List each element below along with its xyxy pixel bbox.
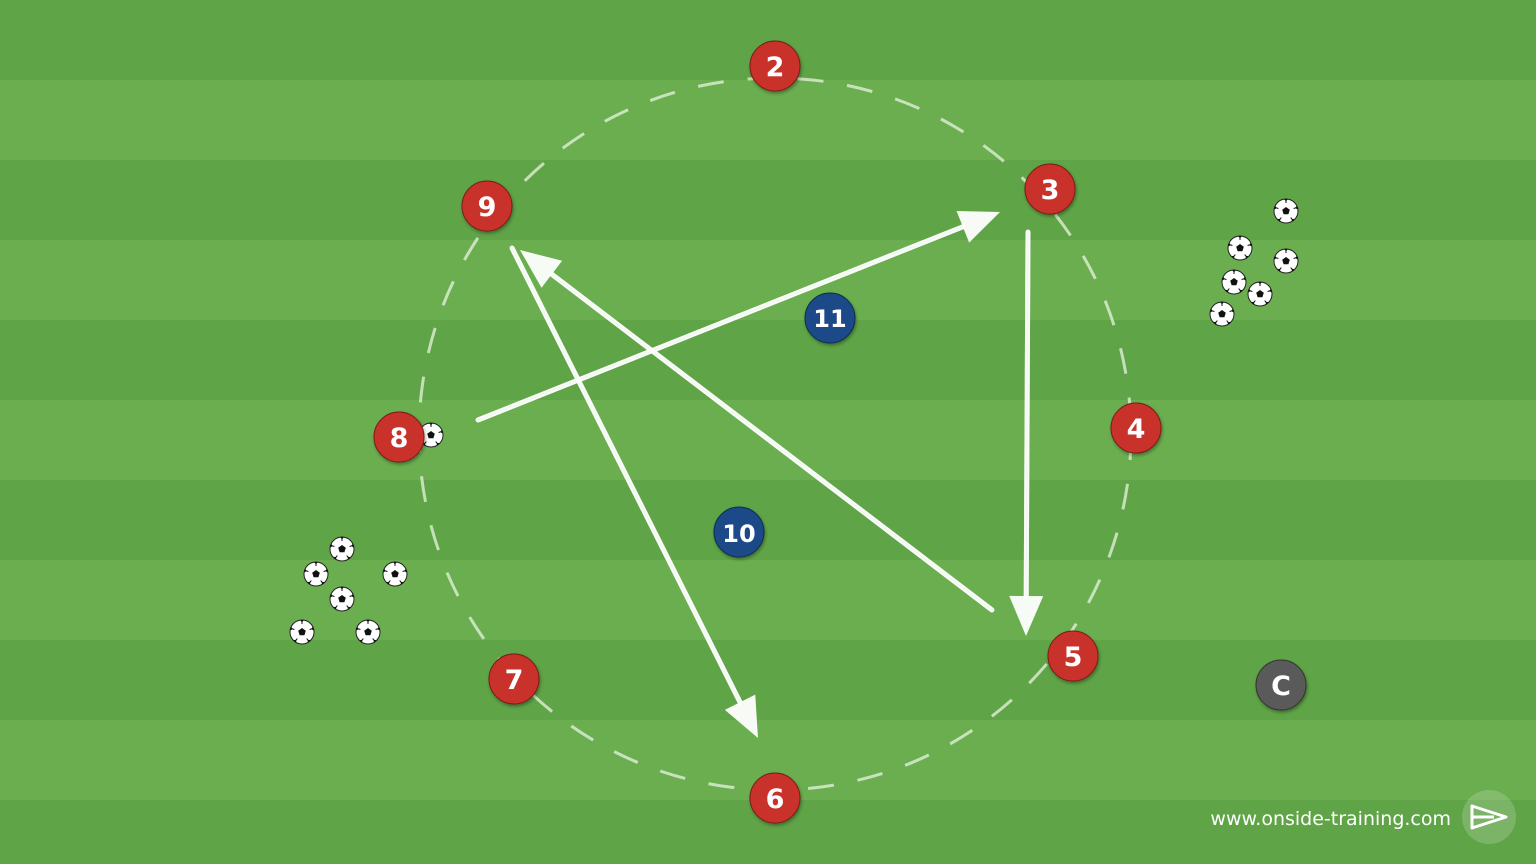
player-3: 3	[1024, 163, 1076, 215]
svg-text:9: 9	[478, 192, 497, 223]
svg-text:11: 11	[813, 305, 846, 333]
player-6: 6	[749, 772, 801, 824]
svg-text:2: 2	[766, 52, 785, 83]
svg-text:7: 7	[505, 665, 524, 696]
website-url[interactable]: www.onside-training.com	[1210, 808, 1451, 830]
player-10: 10	[713, 506, 765, 558]
pitch-stripe	[0, 560, 1536, 640]
player-8: 8	[373, 411, 425, 463]
svg-text:3: 3	[1041, 175, 1060, 206]
pass-arrow-9-to-6	[509, 245, 758, 738]
player-7: 7	[488, 653, 540, 705]
svg-text:C: C	[1271, 671, 1291, 702]
svg-text:8: 8	[390, 423, 409, 454]
player-5: 5	[1047, 630, 1099, 682]
player-2: 2	[749, 40, 801, 92]
player-4: 4	[1110, 402, 1162, 454]
svg-text:6: 6	[766, 784, 785, 815]
onside-logo-icon	[1462, 790, 1516, 844]
svg-text:4: 4	[1127, 414, 1146, 445]
player-11: 11	[804, 292, 856, 344]
player-9: 9	[461, 180, 513, 232]
pass-arrow-8-to-3	[475, 211, 1000, 423]
pass-arrows	[475, 211, 1044, 738]
pass-arrow-5-to-9	[520, 250, 995, 613]
svg-text:5: 5	[1064, 642, 1083, 673]
pitch-stripe	[0, 80, 1536, 160]
pitch-stripe	[0, 240, 1536, 320]
coach: C	[1255, 659, 1307, 711]
svg-text:10: 10	[722, 520, 755, 548]
pass-arrow-3-to-5	[1009, 229, 1044, 636]
